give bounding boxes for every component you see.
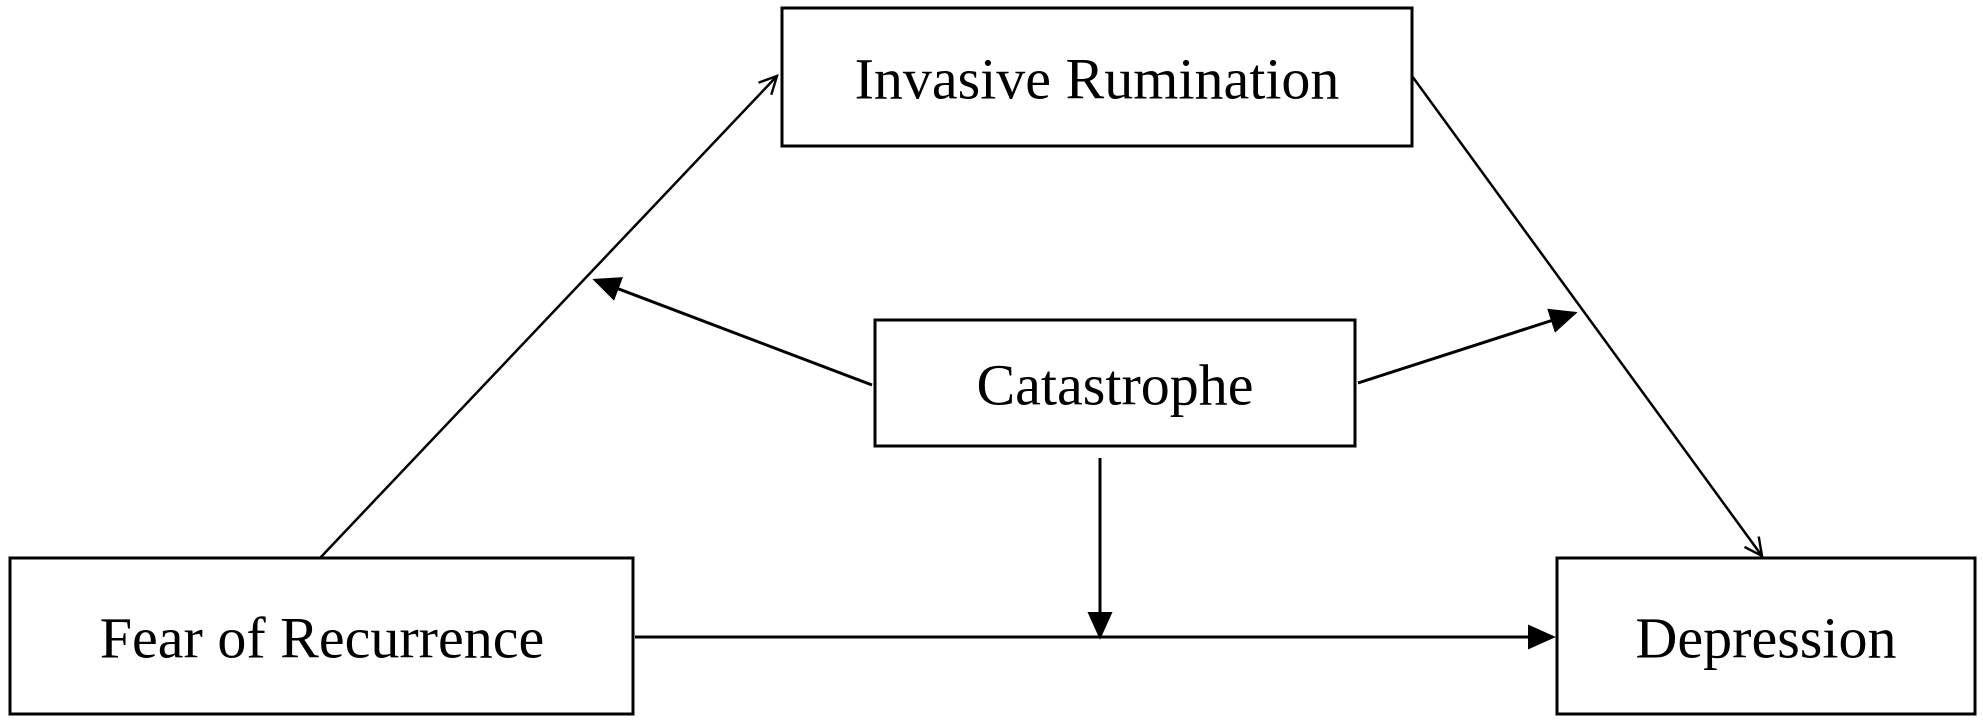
edge-rumination-to-depression [1410, 75, 1762, 556]
node-catastrophe: Catastrophe [873, 318, 1357, 448]
node-depression: Depression [1555, 556, 1977, 716]
node-invasive-rumination: Invasive Rumination [780, 6, 1414, 148]
edge-catastrophe-moderates-a-path [592, 277, 873, 387]
node-catastrophe-label: Catastrophe [976, 353, 1253, 418]
node-fear-of-recurrence: Fear of Recurrence [8, 556, 635, 716]
edge-catastrophe-moderates-b-path [1357, 308, 1578, 385]
node-fear-of-recurrence-label: Fear of Recurrence [100, 606, 544, 671]
node-invasive-rumination-label: Invasive Rumination [855, 47, 1340, 112]
node-depression-label: Depression [1636, 606, 1897, 671]
edge-fear-to-rumination [319, 76, 777, 559]
